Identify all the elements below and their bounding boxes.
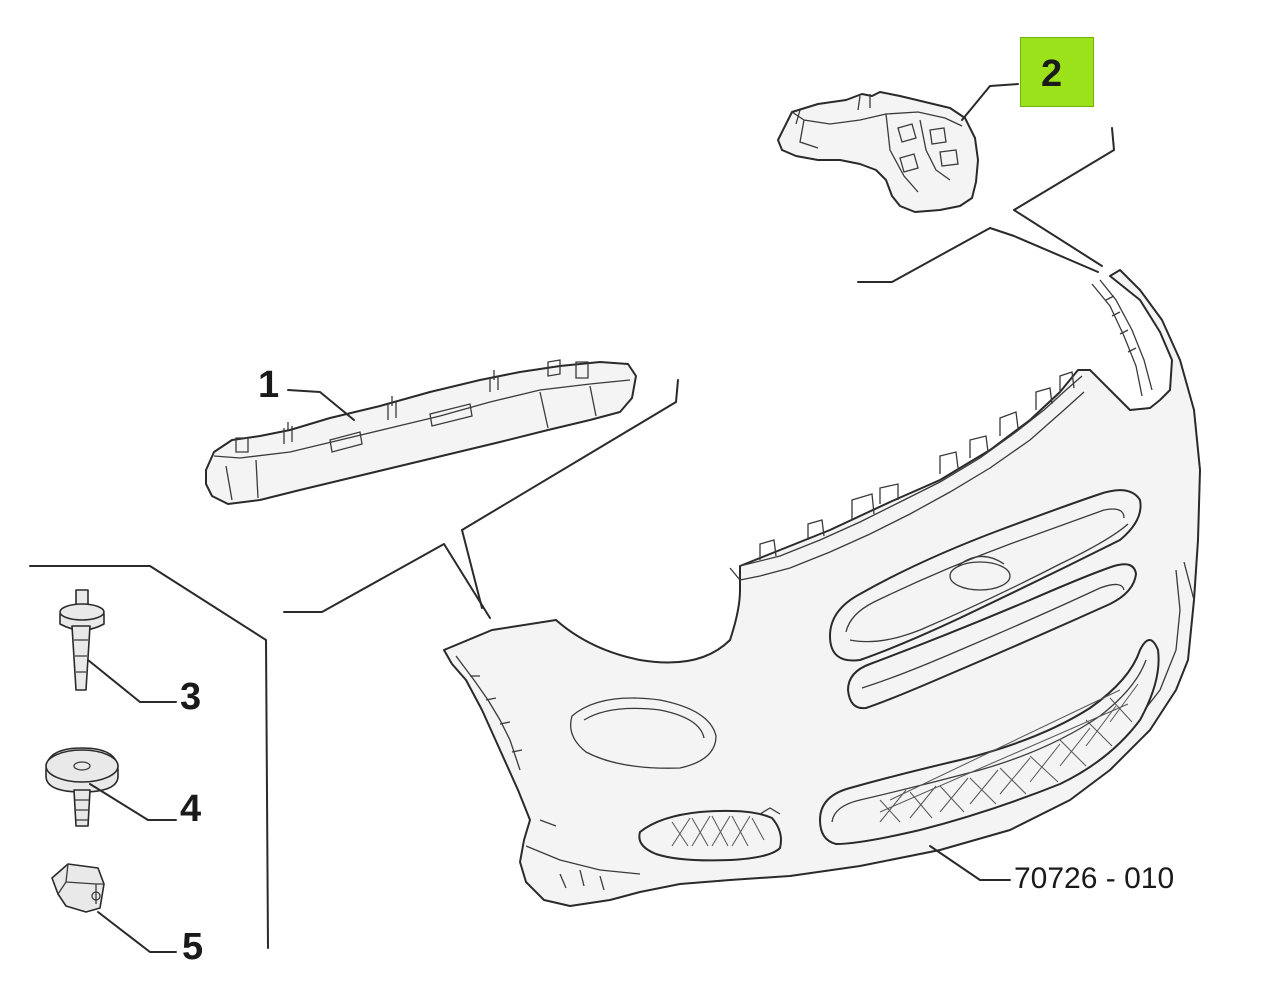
callout-1[interactable]: 1 — [258, 364, 280, 406]
rivet-part[interactable] — [59, 589, 105, 691]
callout-2[interactable]: 2 — [1041, 53, 1063, 95]
callout-4[interactable]: 4 — [180, 788, 202, 830]
callout-3[interactable]: 3 — [180, 676, 202, 718]
callout-2-highlight — [1020, 37, 1094, 107]
clip-part[interactable] — [51, 863, 105, 913]
front-bumper-part[interactable] — [443, 269, 1201, 907]
center-bracket-part[interactable] — [205, 359, 637, 505]
side-bracket-part[interactable] — [777, 91, 979, 213]
screw-part[interactable] — [45, 747, 119, 827]
bumper-part-code[interactable]: 70726 - 010 — [1014, 862, 1175, 895]
callout-5[interactable]: 5 — [182, 926, 204, 968]
